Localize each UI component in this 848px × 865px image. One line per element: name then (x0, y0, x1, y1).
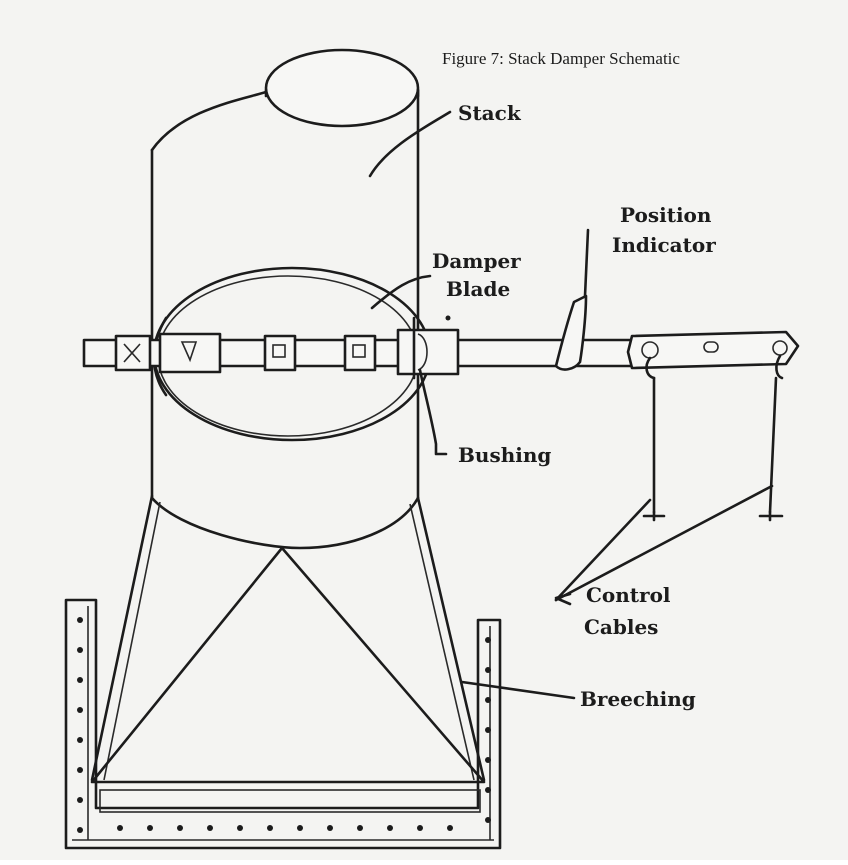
label-breeching: Breeching (580, 687, 696, 711)
label-control-cables: Cables (584, 615, 658, 639)
figure-title: Figure 7: Stack Damper Schematic (442, 49, 680, 68)
shaft-clamp (114, 334, 152, 372)
position-indicator (554, 228, 590, 371)
bushing-housing (396, 328, 460, 376)
shaft-bearing (343, 334, 377, 372)
label-position-indicator: Position (620, 203, 712, 227)
label-stack: Stack (458, 101, 522, 125)
stack-bottom-edge (150, 496, 420, 550)
label-damper-blade: Blade (446, 277, 510, 301)
lever-arm (626, 330, 800, 370)
breeching (64, 494, 502, 850)
shaft-clamp (158, 332, 222, 374)
label-bushing: Bushing (458, 443, 551, 467)
stack-top-opening (264, 48, 420, 128)
control-cables (554, 354, 784, 602)
damper-shaft (82, 315, 646, 380)
leader-lines (368, 110, 576, 700)
label-damper-blade: Damper (432, 249, 521, 273)
label-control-cables: Control (586, 583, 671, 607)
label-position-indicator: Indicator (612, 233, 716, 257)
stack-shoulder (150, 90, 268, 152)
stack (150, 48, 420, 550)
shaft-bearing (263, 334, 297, 372)
